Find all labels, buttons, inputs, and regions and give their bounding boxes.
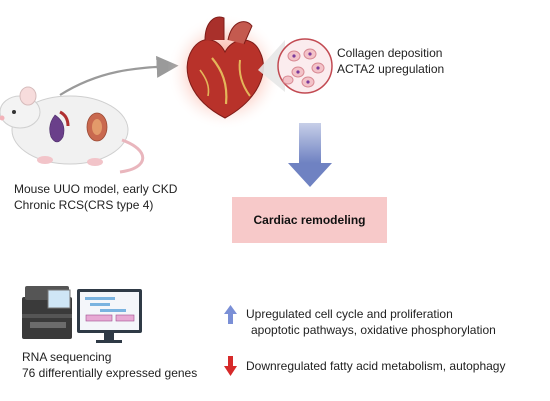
histology-tissue-icon [277, 38, 333, 94]
progression-arrow [59, 55, 179, 96]
downregulated-arrow-icon [224, 356, 237, 376]
zoom-wedge [258, 40, 285, 92]
heart-icon [167, 14, 283, 130]
sequencing-caption-line2: 76 differentially expressed genes [22, 366, 198, 380]
sequencing-caption-line1: RNA sequencing [22, 350, 112, 364]
downregulated-line1: Downregulated fatty acid metabolism, aut… [246, 359, 506, 373]
upregulated-arrow-icon [224, 305, 237, 324]
histology-caption-line1: Collagen deposition [337, 46, 443, 60]
upregulated-line1: Upregulated cell cycle and proliferation [246, 307, 453, 321]
upregulated-line2: apoptotic pathways, oxidative phosphoryl… [251, 323, 496, 337]
cardiac-remodeling-box: Cardiac remodeling [232, 197, 387, 243]
sequencer-icon [22, 286, 72, 339]
monitor-icon [77, 289, 142, 343]
histology-caption-line2: ACTA2 upregulation [337, 62, 445, 76]
mouse-caption-line1: Mouse UUO model, early CKD [14, 182, 178, 196]
mouse-caption-line2: Chronic RCS(CRS type 4) [14, 198, 154, 212]
mouse-icon [0, 86, 145, 174]
down-flow-arrow [288, 123, 332, 187]
